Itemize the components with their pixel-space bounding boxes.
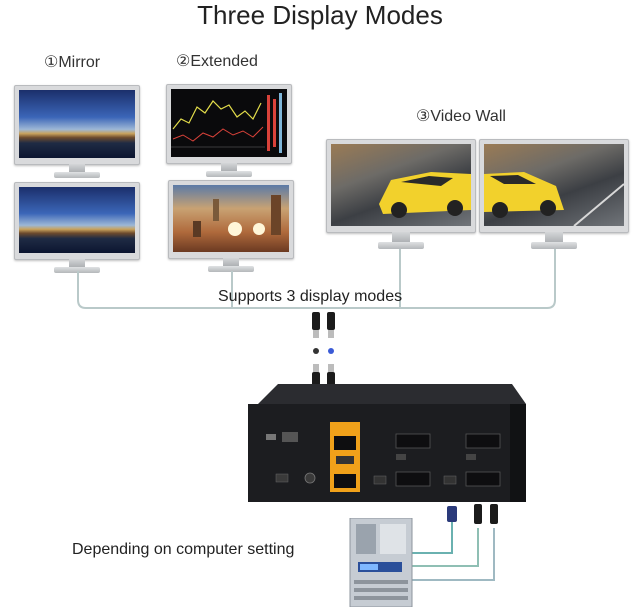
monitor-extended-bottom: [168, 180, 294, 273]
mode-label-video-wall: ③Video Wall: [416, 108, 506, 125]
monitor-screen: [19, 90, 135, 158]
monitor-extended-top: [166, 84, 292, 178]
monitor-video-wall-left: [326, 139, 476, 251]
monitor-screen: [173, 185, 289, 252]
monitor-mirror-bottom: [14, 182, 140, 274]
monitor-mirror-top: [14, 85, 140, 178]
caption-depending: Depending on computer setting: [72, 541, 295, 558]
sports-car-right-graphic: [484, 172, 624, 226]
page-title: Three Display Modes: [197, 0, 443, 30]
monitor-screen: [171, 89, 287, 157]
computer-tower-graphic: [349, 517, 413, 608]
mode-label-extended: ②Extended: [176, 53, 258, 70]
mode-label-mirror: ①Mirror: [44, 54, 101, 71]
monitor-screen: [484, 144, 624, 226]
caption-supports: Supports 3 display modes: [218, 288, 403, 305]
monitor-screen: [19, 187, 135, 253]
sports-car-left-graphic: [379, 172, 471, 218]
monitor-screen: [331, 144, 471, 226]
game-scene-graphic: [193, 195, 281, 237]
computer-tower: [346, 517, 416, 608]
kvm-switch-graphic: [248, 384, 526, 502]
trading-chart-graphic: [171, 93, 282, 153]
kvm-switch: [248, 384, 526, 502]
monitor-video-wall-right: [479, 139, 629, 251]
